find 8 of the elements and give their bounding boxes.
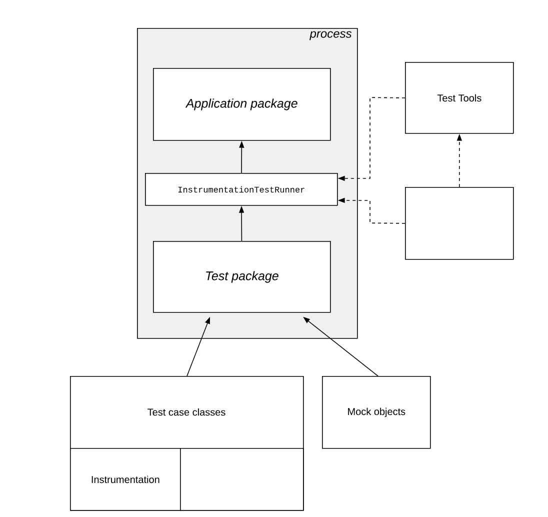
- package-box: Application package: [153, 68, 331, 141]
- table-cell: Instrumentation: [70, 448, 181, 511]
- tool-box: [405, 187, 514, 260]
- class-box: InstrumentationTestRunner: [145, 173, 338, 206]
- package-box: Test package: [153, 241, 331, 313]
- table-cell: [180, 448, 304, 511]
- object-box: Mock objects: [322, 376, 431, 449]
- tool-box: Test Tools: [405, 62, 514, 134]
